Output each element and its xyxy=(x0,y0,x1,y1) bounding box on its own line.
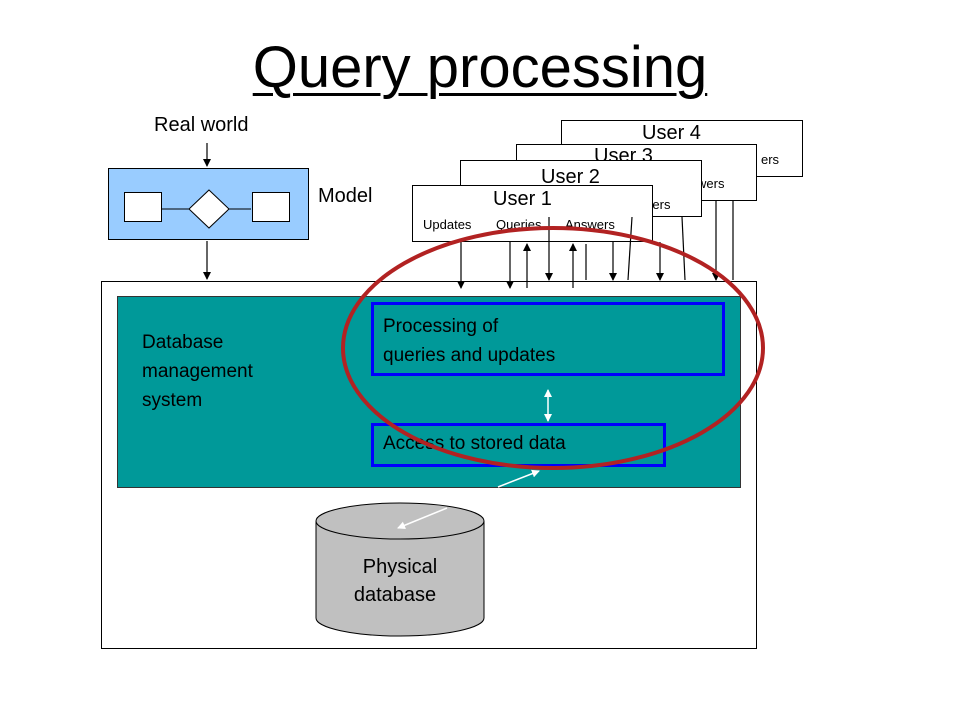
user-3-line xyxy=(681,216,686,281)
user-1-updates: Updates xyxy=(423,217,472,232)
user-4-title: User 4 xyxy=(642,122,701,144)
highlight-ellipse xyxy=(341,226,765,470)
user-1-title: User 1 xyxy=(493,188,552,210)
page-title: Query processing xyxy=(252,35,708,100)
physical-database-label: Physical database xyxy=(316,553,484,609)
access-label: Access to stored data xyxy=(383,433,566,454)
processing-line-2: queries and updates xyxy=(383,345,556,366)
user-4-answers: ers xyxy=(761,152,780,167)
model-label: Model xyxy=(318,185,373,207)
dbms-label: Database management system xyxy=(142,328,253,415)
physical-line-1: Physical xyxy=(362,556,438,578)
relationship-diamond xyxy=(188,189,230,229)
user-3-answers: wers xyxy=(697,176,725,191)
processing-line-1: Processing of xyxy=(383,316,499,337)
processing-box xyxy=(371,302,725,376)
physical-line-2: database xyxy=(353,584,437,606)
access-db-arrow-down xyxy=(397,507,448,530)
access-db-arrow-up xyxy=(497,469,540,488)
user-2-line xyxy=(627,216,633,281)
physical-database-cylinder xyxy=(315,502,485,637)
dbms-line-1: Database xyxy=(142,332,224,353)
user-1-box: User 1 Updates Queries Answers xyxy=(412,185,653,242)
dbms-line-3: system xyxy=(142,390,203,411)
user-2-title: User 2 xyxy=(541,166,600,188)
entity-rect-left xyxy=(124,192,162,222)
processing-label: Processing of queries and updates xyxy=(383,312,555,370)
entity-rect-right xyxy=(252,192,290,222)
dbms-line-2: management xyxy=(142,361,253,382)
real-world-label: Real world xyxy=(154,114,249,136)
